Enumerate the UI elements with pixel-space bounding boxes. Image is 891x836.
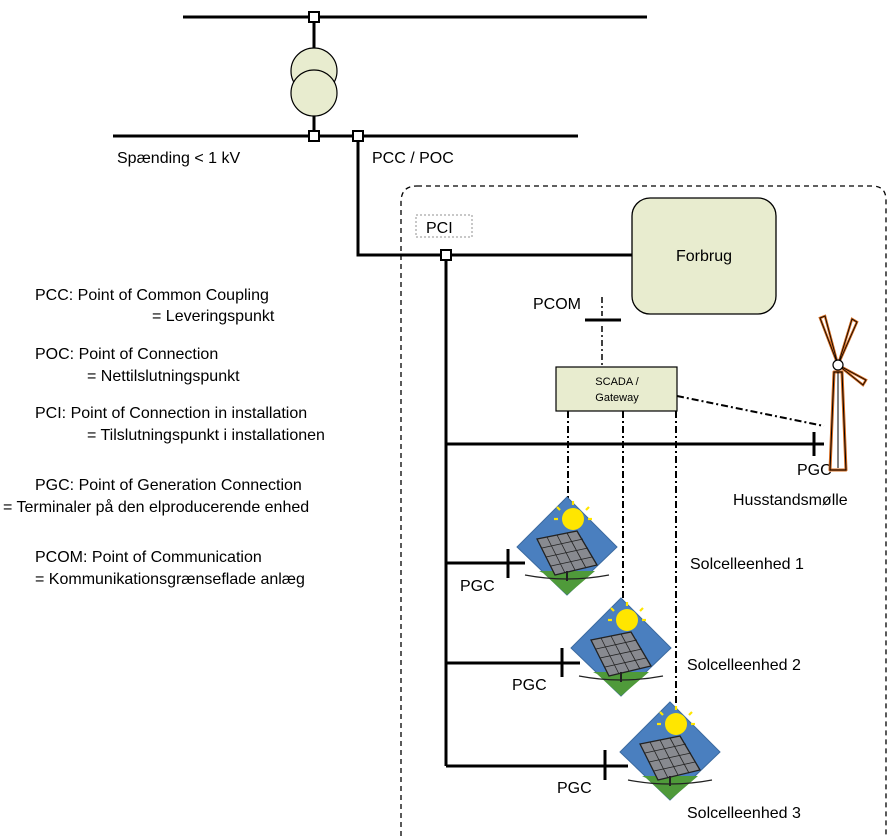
legend-term-pcc: PCC: Point of Common Coupling	[35, 287, 269, 304]
wind-turbine-label: Husstandsmølle	[733, 492, 848, 509]
legend-meaning-pcom: = Kommunikationsgrænseflade anlæg	[35, 571, 305, 588]
legend-term-poc: POC: Point of Connection	[35, 346, 218, 363]
pcc-node	[352, 130, 364, 142]
legend-term-pci: PCI: Point of Connection in installation	[35, 405, 307, 422]
scada-label-line2: Gateway	[595, 392, 639, 404]
legend-term-pgc: PGC: Point of Generation Connection	[35, 477, 302, 494]
pci-label: PCI	[426, 220, 453, 237]
transformer-icon	[290, 47, 338, 117]
solar2-label: Solcelleenhed 2	[687, 657, 801, 674]
legend-meaning-pcc: = Leveringspunkt	[152, 308, 275, 325]
pgc-solar1-label: PGC	[460, 578, 495, 595]
pci-node	[440, 249, 452, 261]
lv-bus-node	[308, 130, 320, 142]
legend-term-pcom: PCOM: Point of Communication	[35, 549, 262, 566]
scada-gateway-box	[555, 366, 678, 412]
solar-panel-icon	[618, 700, 722, 802]
legend-meaning-pgc: = Terminaler på den elproducerende enhed	[3, 498, 309, 516]
scada-label-line1: SCADA /	[595, 376, 639, 388]
consumption-box	[631, 197, 777, 315]
pgc-wind-label: PGC	[797, 462, 832, 479]
legend-meaning-poc: = Nettilslutningspunkt	[87, 368, 240, 385]
legend: PCC: Point of Common Coupling = Levering…	[3, 287, 325, 588]
solar-panel-icon	[569, 596, 673, 698]
solar3-label: Solcelleenhed 3	[687, 805, 801, 822]
pcc-poc-label: PCC / POC	[372, 150, 454, 167]
pcom-label: PCOM	[533, 296, 581, 313]
voltage-label: Spænding < 1 kV	[117, 150, 241, 167]
pci-label-box	[415, 214, 473, 238]
solar-panel-icon	[515, 495, 619, 597]
consumption-label: Forbrug	[676, 248, 732, 265]
wind-turbine-icon	[818, 314, 868, 472]
legend-meaning-pci: = Tilslutningspunkt i installationen	[87, 427, 325, 444]
pgc-solar3-label: PGC	[557, 780, 592, 797]
pgc-solar2-label: PGC	[512, 677, 547, 694]
upper-bus-node	[308, 11, 320, 23]
installation-boundary	[400, 185, 887, 836]
solar1-label: Solcelleenhed 1	[690, 556, 804, 573]
